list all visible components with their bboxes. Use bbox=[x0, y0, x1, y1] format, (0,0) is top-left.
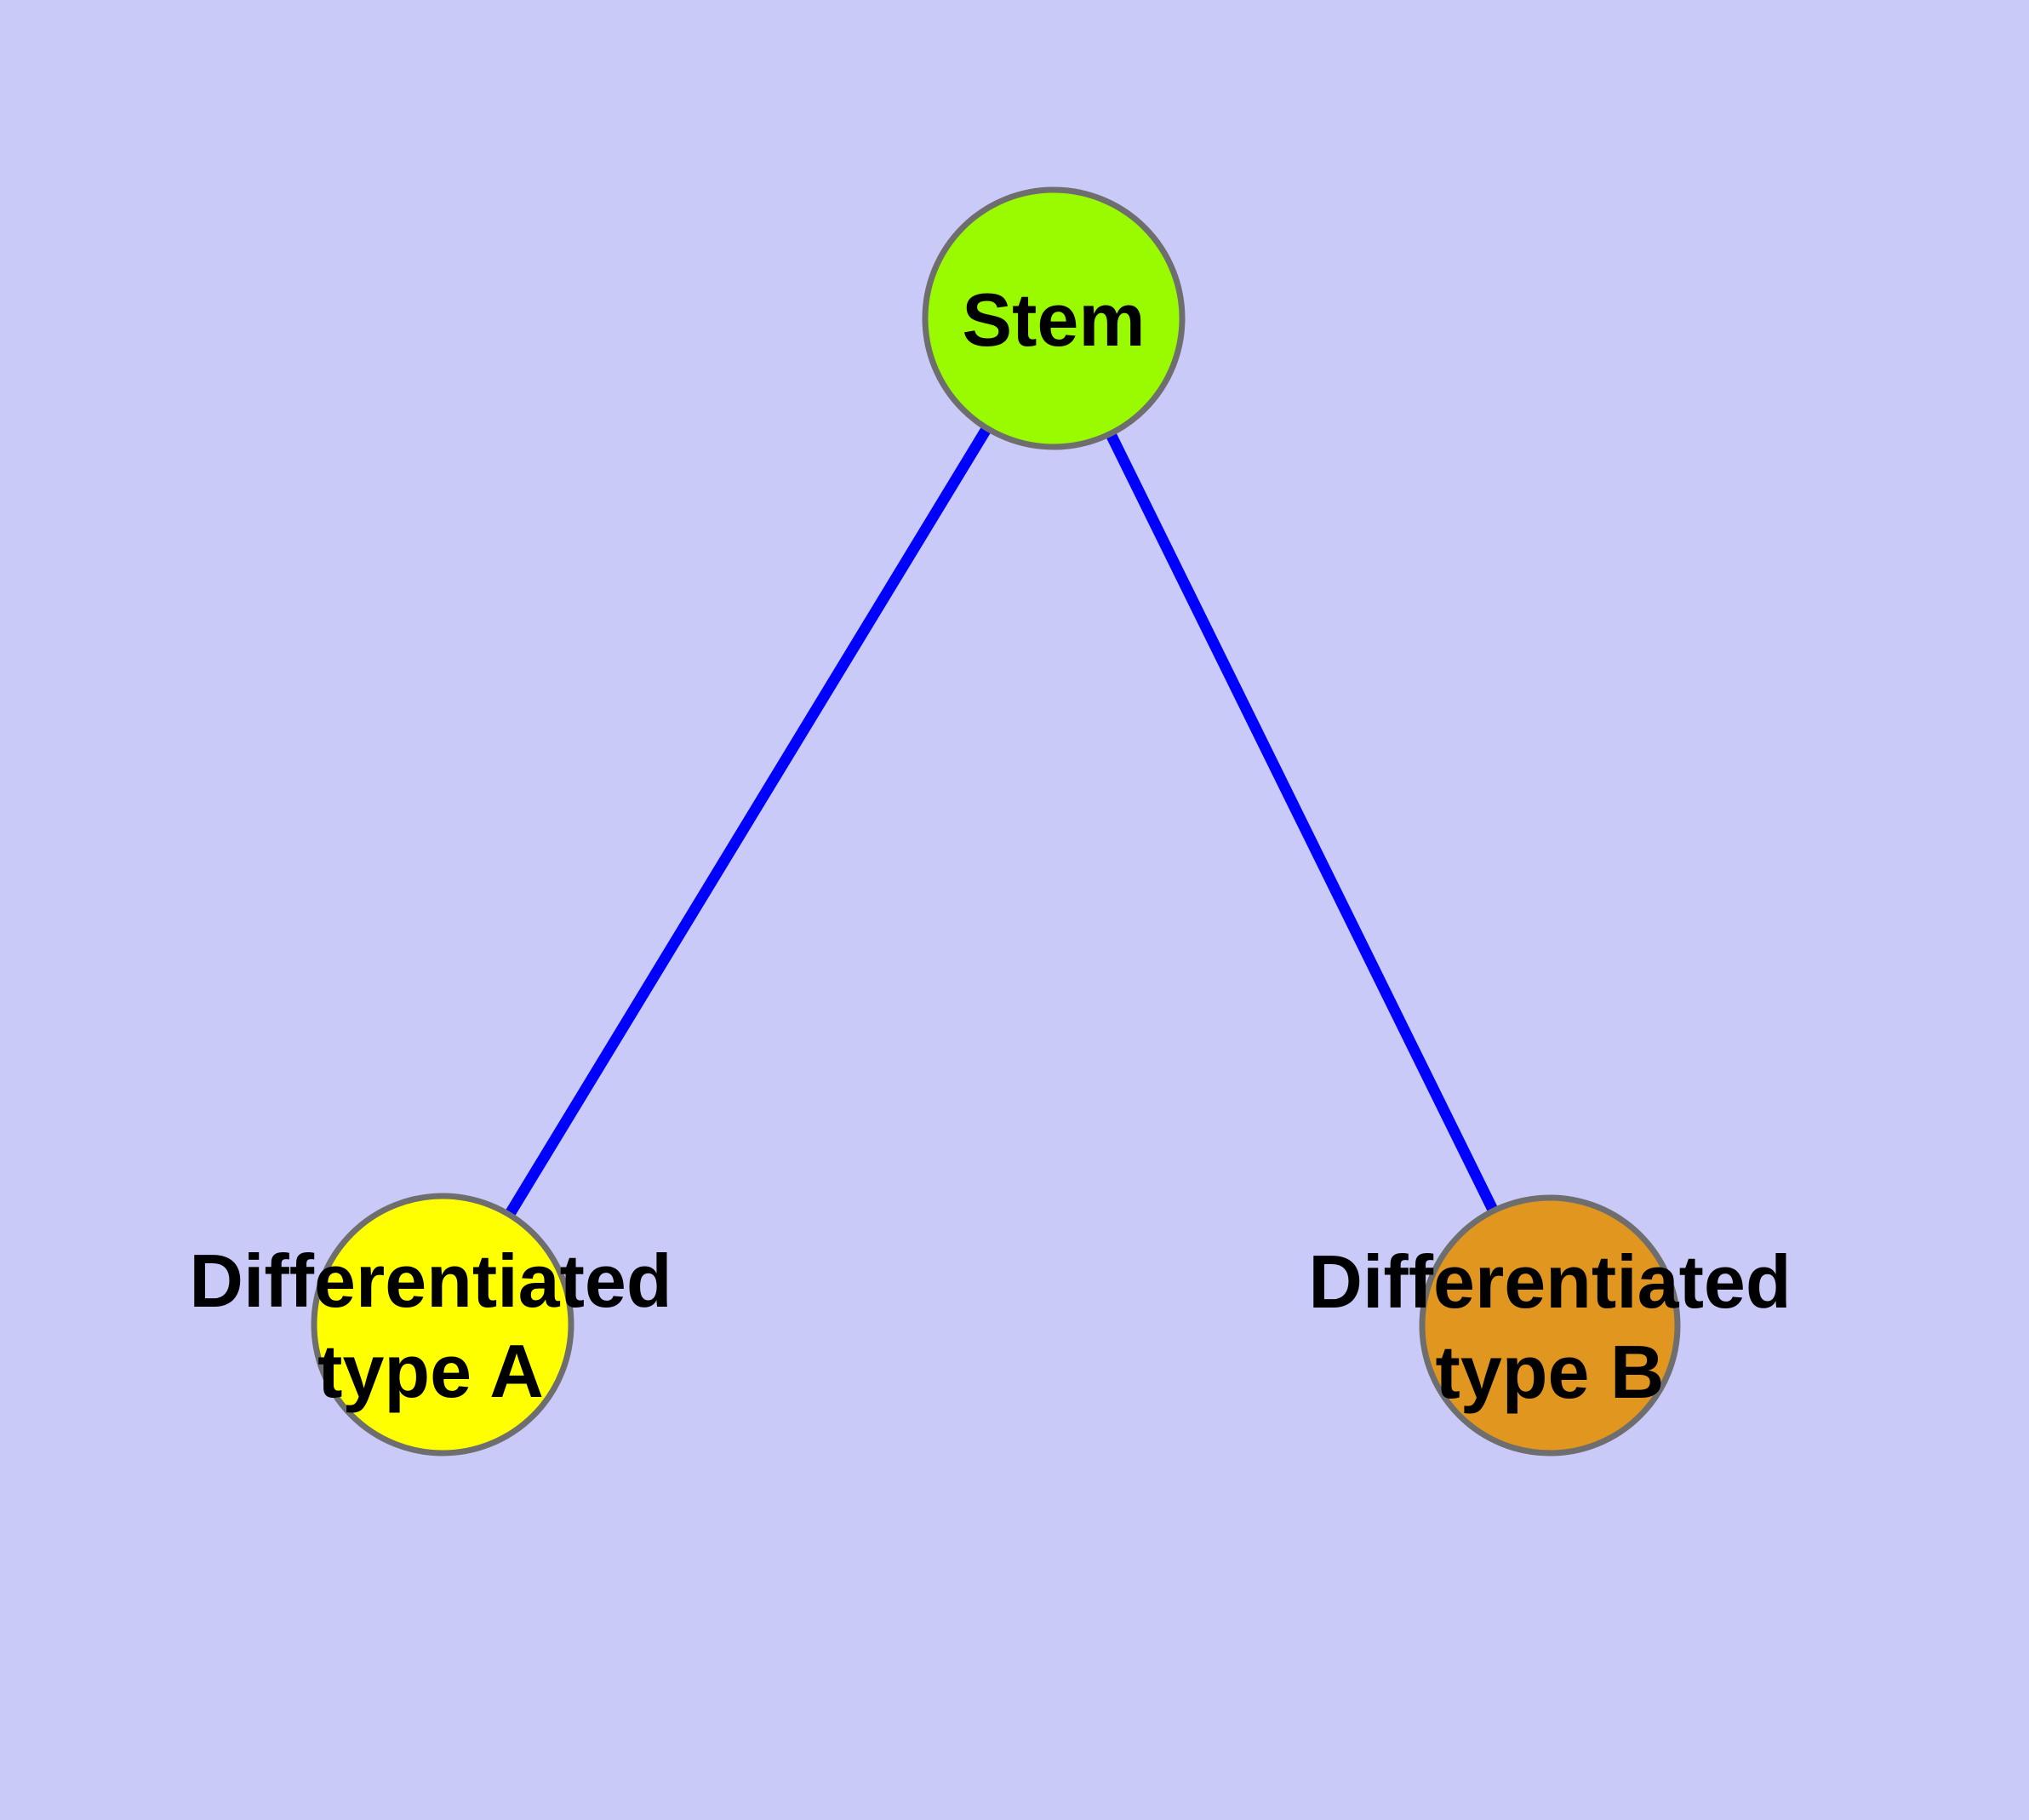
edge-stem-to-differentiated-type-b bbox=[1049, 316, 1555, 1328]
node-label-differentiated-type-b-line1: Differentiated bbox=[1308, 1239, 1791, 1324]
node-label-differentiated-type-a-line2: type A bbox=[317, 1329, 544, 1413]
node-label-stem-line1: Stem bbox=[962, 278, 1145, 362]
node-circle-stem bbox=[922, 186, 1186, 450]
node-label-differentiated-type-a-line1: Differentiated bbox=[189, 1239, 672, 1323]
edge-stem-to-differentiated-type-a bbox=[437, 315, 1059, 1328]
node-label-differentiated-type-b-line2: type B bbox=[1436, 1330, 1665, 1414]
node-circle-differentiated-type-a bbox=[311, 1193, 574, 1457]
node-circle-differentiated-type-b bbox=[1419, 1194, 1681, 1457]
